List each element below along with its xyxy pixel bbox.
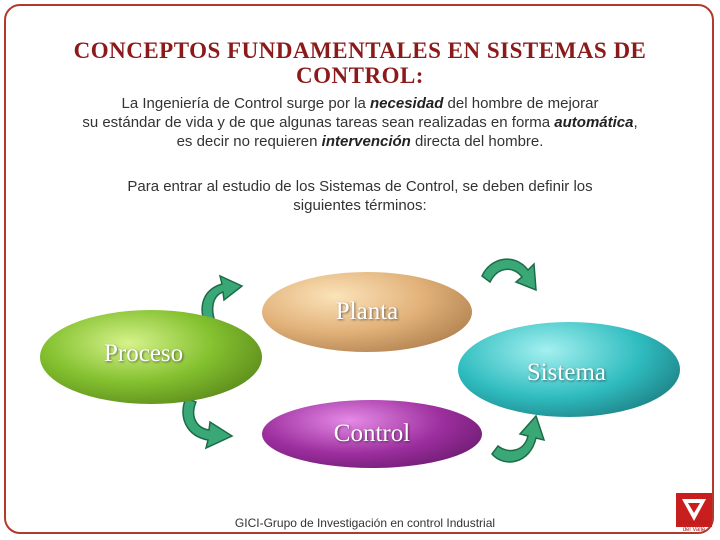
title-line-2: CONTROL: <box>296 63 424 88</box>
node-control-label: Control <box>333 420 411 447</box>
slide-frame <box>4 4 714 534</box>
intro-text: La Ingeniería de Control surge por la <box>121 95 371 112</box>
footer-text: GICI-Grupo de Investigación en control I… <box>234 516 496 530</box>
node-planta-label: Planta <box>335 298 399 325</box>
intro-text: su estándar de vida y de que algunas tar… <box>82 114 555 131</box>
terms-text: siguientes términos: <box>293 197 427 214</box>
logo-text-line: del Valle <box>682 527 706 533</box>
intro-text: directa del hombre. <box>410 133 544 150</box>
node-proceso-label: Proceso <box>104 340 184 367</box>
intro-paragraph: La Ingeniería de Control surge por la ne… <box>30 94 690 151</box>
node-planta: Planta <box>262 272 472 352</box>
curved-arrow-icon <box>481 258 537 292</box>
intro-text: del hombre de mejorar <box>443 95 599 112</box>
node-control: Control <box>262 400 482 468</box>
title-line-1: CONCEPTOS FUNDAMENTALES EN SISTEMAS DE <box>73 38 647 63</box>
node-proceso: Proceso <box>40 310 262 404</box>
terms-text: Para entrar al estudio de los Sistemas d… <box>127 178 593 195</box>
emphasis-automatica: automática <box>554 114 634 131</box>
intro-text: es decir no requieren <box>176 133 322 150</box>
curved-arrow-icon <box>201 274 244 327</box>
logo-text-line: Universidad <box>678 520 710 526</box>
terms-paragraph: Para entrar al estudio de los Sistemas d… <box>60 177 660 215</box>
emphasis-intervencion: intervención <box>321 133 411 150</box>
node-sistema-label: Sistema <box>526 359 606 386</box>
emphasis-necesidad: necesidad <box>370 95 444 112</box>
university-logo-text: Universidad del Valle <box>672 520 716 534</box>
curved-arrow-icon <box>491 414 546 463</box>
intro-text: , <box>633 114 638 131</box>
curved-arrow-icon <box>182 397 234 450</box>
slide-title: CONCEPTOS FUNDAMENTALES EN SISTEMAS DE C… <box>40 38 680 88</box>
node-sistema: Sistema <box>458 322 680 417</box>
university-logo <box>676 493 712 527</box>
